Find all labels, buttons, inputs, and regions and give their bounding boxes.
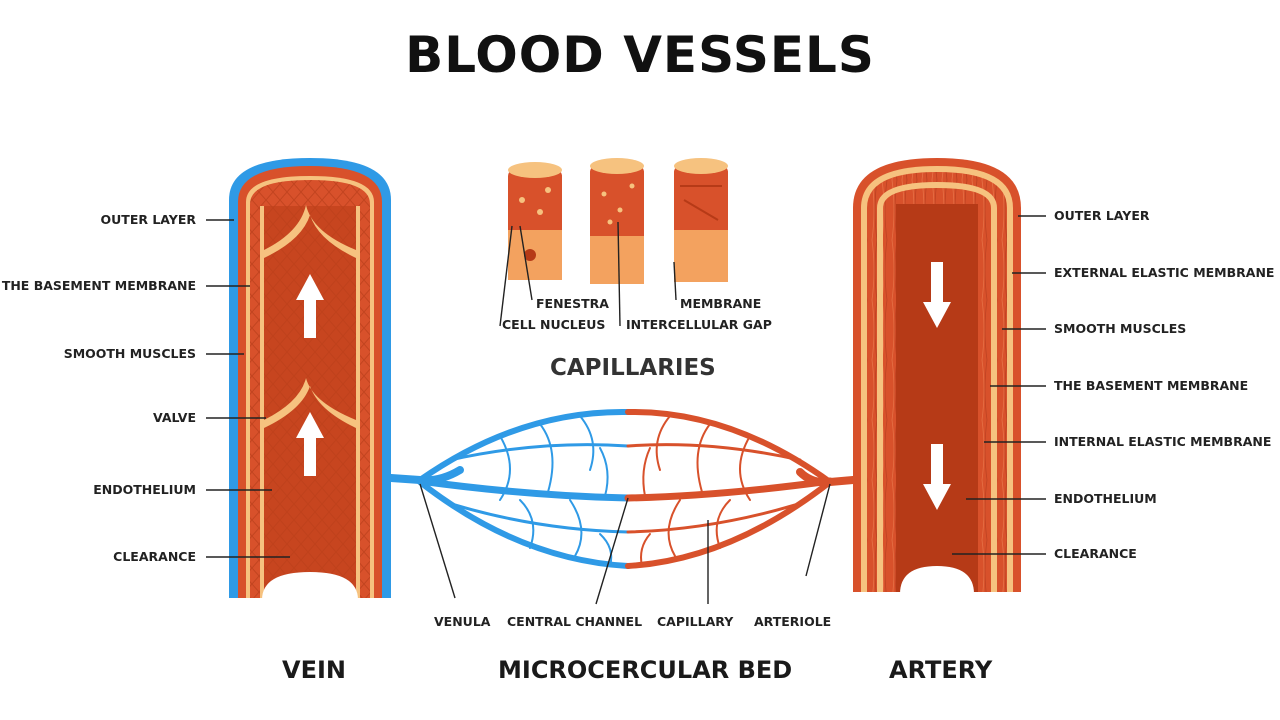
vein-illustration [229,158,391,600]
capillary-label-membrane: MEMBRANE [680,296,762,311]
leader-lines [206,215,1046,605]
artery-label-basement-membrane: THE BASEMENT MEMBRANE [1054,378,1249,393]
vein-label-valve: VALVE [153,410,196,425]
artery-label-external-elastic-membrane: EXTERNAL ELASTIC MEMBRANE [1054,265,1275,280]
bed-label-venula: VENULA [434,614,491,629]
section-artery: ARTERY [889,656,993,684]
vein-clearance [262,572,358,600]
artery-clearance [900,566,974,594]
artery-label-outer-layer: OUTER LAYER [1054,208,1150,223]
vein-valve-upper [264,205,356,258]
artery-lumen [896,204,978,592]
artery-label-internal-elastic-membrane: INTERNAL ELASTIC MEMBRANE [1054,434,1272,449]
vein-label-smooth-muscles: SMOOTH MUSCLES [63,346,196,361]
microcirculatory-bed [387,408,857,569]
artery-label-clearance: CLEARANCE [1054,546,1137,561]
vein-label-outer-layer: OUTER LAYER [100,212,196,227]
vein-label-clearance: CLEARANCE [113,549,196,564]
artery-label-endothelium: ENDOTHELIUM [1054,491,1157,506]
capillary-fenestrated [508,162,562,280]
capillary-label-fenestra: FENESTRA [536,296,609,311]
vein-flow-arrow-upper [296,274,324,338]
bed-label-central-channel: CENTRAL CHANNEL [507,614,643,629]
artery-label-smooth-muscles: SMOOTH MUSCLES [1054,321,1187,336]
artery-flow-arrow-lower [923,444,951,510]
capillary-label-cell-nucleus: CELL NUCLEUS [502,317,606,332]
vein-flow-arrow-lower [296,412,324,476]
bed-label-arteriole: ARTERIOLE [754,614,832,629]
vein-label-basement-membrane: THE BASEMENT MEMBRANE [1,278,196,293]
page-title: BLOOD VESSELS [405,26,875,84]
section-vein: VEIN [282,656,346,684]
capillaries-caption: CAPILLARIES [550,355,716,381]
capillary-continuous [590,158,644,284]
capillary-label-intercellular-gap: INTERCELLULAR GAP [626,317,772,332]
venous-network [416,408,632,569]
vein-label-endothelium: ENDOTHELIUM [93,482,196,497]
arterial-network [624,408,834,569]
bed-label-capillary: CAPILLARY [657,614,734,629]
section-microcircular-bed: MICROCERCULAR BED [498,656,793,684]
artery-flow-arrow-upper [923,262,951,328]
capillary-sinusoidal [674,158,728,282]
capillaries-illustration [508,158,728,284]
vein-valve-lower [264,378,356,428]
artery-illustration [853,158,1021,594]
